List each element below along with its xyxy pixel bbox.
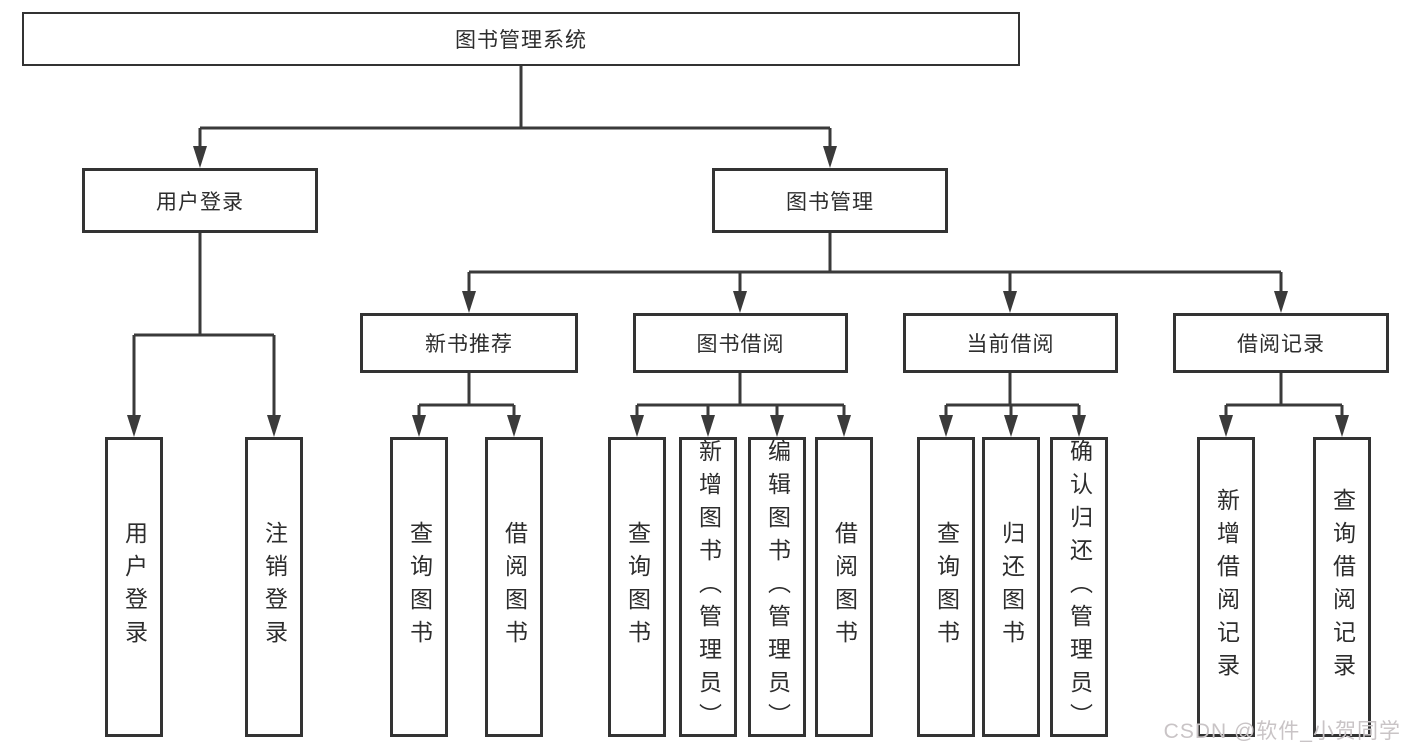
leaf-add-book-admin: 新增图书（管理员） <box>679 437 737 737</box>
node-new-book-recommend-label: 新书推荐 <box>425 333 513 356</box>
node-book-management-label: 图书管理 <box>786 190 874 214</box>
leaf-borrow-books-2-label: 借阅图书 <box>831 521 858 653</box>
leaf-query-books-2: 查询图书 <box>608 437 666 737</box>
leaf-logout-label: 注销登录 <box>261 521 288 653</box>
leaf-confirm-return-admin: 确认归还（管理员） <box>1050 437 1108 737</box>
leaf-borrow-books-1: 借阅图书 <box>485 437 543 737</box>
leaf-user-login-label: 用户登录 <box>121 521 148 653</box>
leaf-query-borrow-record: 查询借阅记录 <box>1313 437 1371 737</box>
leaf-add-book-admin-label: 新增图书（管理员） <box>695 438 722 736</box>
leaf-borrow-books-2: 借阅图书 <box>815 437 873 737</box>
leaf-query-books-2-label: 查询图书 <box>624 521 651 653</box>
node-book-management: 图书管理 <box>712 168 948 233</box>
leaf-add-borrow-record: 新增借阅记录 <box>1197 437 1255 737</box>
leaf-edit-book-admin-label: 编辑图书（管理员） <box>764 438 791 736</box>
node-new-book-recommend: 新书推荐 <box>360 313 578 373</box>
csdn-watermark: CSDN @软件_小贺同学 <box>1163 720 1401 743</box>
leaf-user-login: 用户登录 <box>105 437 163 737</box>
leaf-edit-book-admin: 编辑图书（管理员） <box>748 437 806 737</box>
node-borrow-records-label: 借阅记录 <box>1237 333 1325 356</box>
leaf-return-books: 归还图书 <box>982 437 1040 737</box>
leaf-query-borrow-record-label: 查询借阅记录 <box>1329 488 1356 686</box>
leaf-return-books-label: 归还图书 <box>998 521 1025 653</box>
leaf-logout: 注销登录 <box>245 437 303 737</box>
node-book-borrow: 图书借阅 <box>633 313 848 373</box>
leaf-query-books-3: 查询图书 <box>917 437 975 737</box>
node-root-label: 图书管理系统 <box>455 29 587 52</box>
node-current-borrow-label: 当前借阅 <box>966 333 1055 356</box>
leaf-confirm-return-admin-label: 确认归还（管理员） <box>1066 438 1093 736</box>
node-borrow-records: 借阅记录 <box>1173 313 1389 373</box>
node-user-login: 用户登录 <box>82 168 318 233</box>
leaf-query-books-1-label: 查询图书 <box>406 521 433 653</box>
node-book-borrow-label: 图书借阅 <box>696 333 785 356</box>
node-root-system: 图书管理系统 <box>22 12 1020 66</box>
leaf-query-books-1: 查询图书 <box>390 437 448 737</box>
node-current-borrow: 当前借阅 <box>903 313 1118 373</box>
node-user-login-label: 用户登录 <box>156 190 244 214</box>
leaf-query-books-3-label: 查询图书 <box>933 521 960 653</box>
leaf-add-borrow-record-label: 新增借阅记录 <box>1213 488 1240 686</box>
leaf-borrow-books-1-label: 借阅图书 <box>501 521 528 653</box>
